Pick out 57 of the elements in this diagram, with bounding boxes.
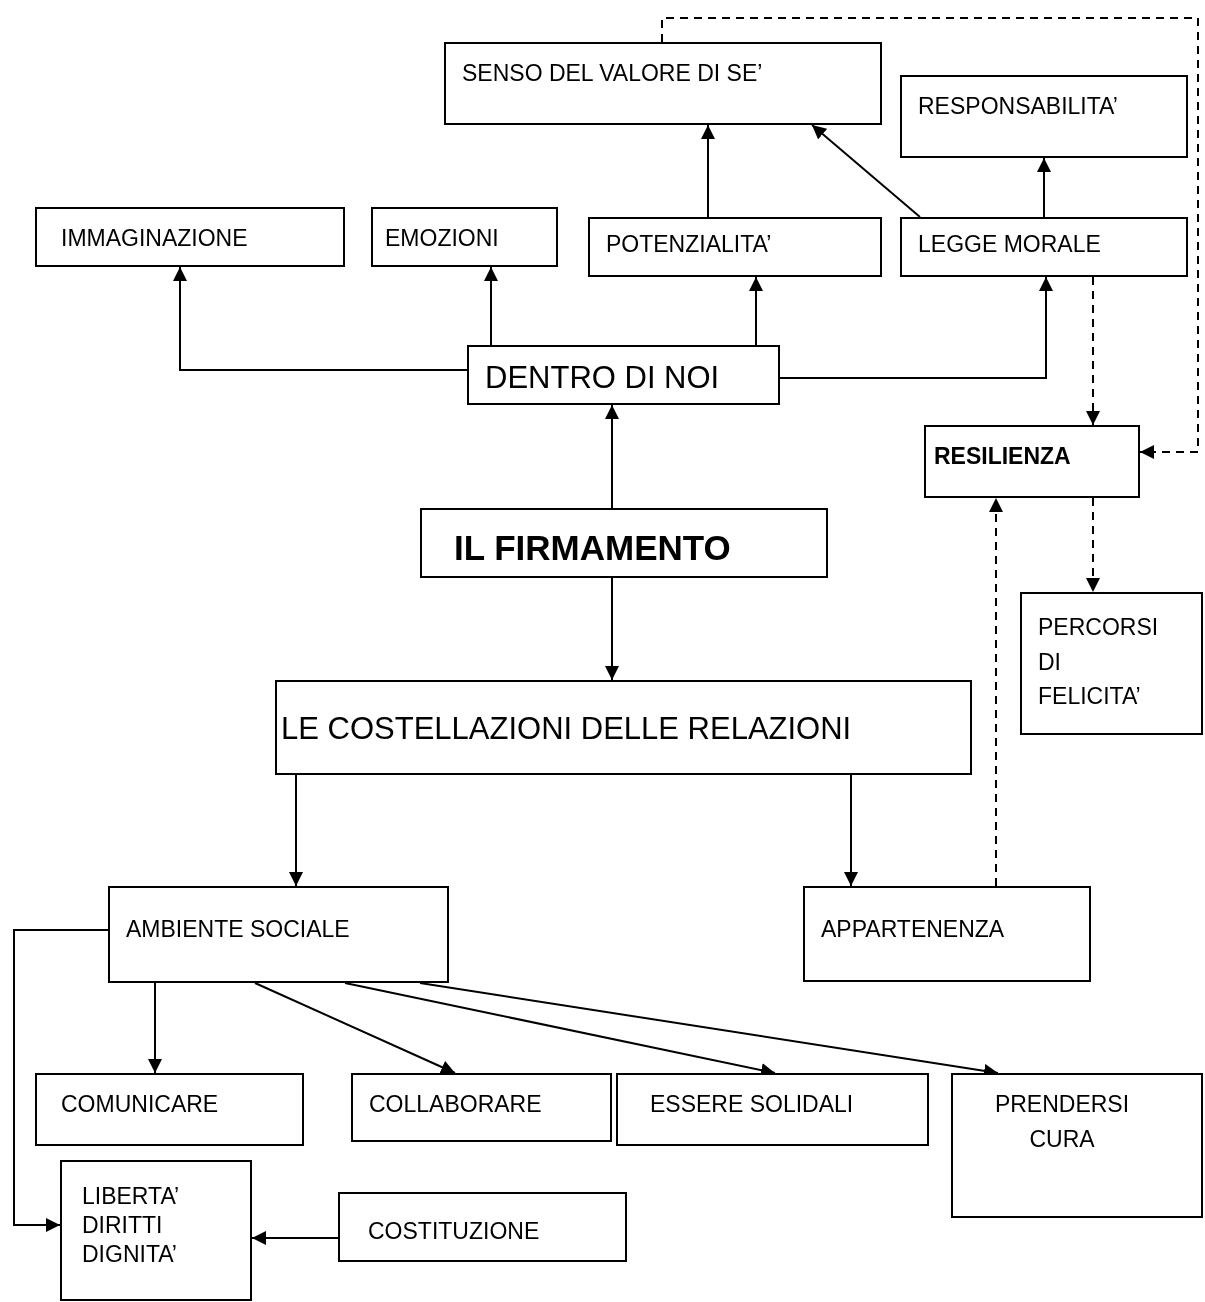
concept-box: [420, 508, 828, 578]
arrow: [484, 266, 498, 346]
concept-box: [900, 75, 1188, 158]
box-label: ESSERE SOLIDALI: [650, 1090, 855, 1119]
concept-box: [60, 1160, 252, 1301]
box-label: POTENZIALITA’: [606, 230, 773, 259]
arrow: [701, 124, 715, 218]
concept-box: [444, 42, 882, 125]
box-label: SENSO DEL VALORE DI SE’: [462, 59, 764, 88]
concept-box: [1020, 592, 1203, 735]
concept-box: [351, 1073, 612, 1142]
arrow: [173, 266, 468, 371]
concept-box: [35, 1073, 304, 1146]
box-label: PRENDERSI CURA: [993, 1090, 1131, 1154]
box-label: LE COSTELLAZIONI DELLE RELAZIONI: [281, 710, 853, 748]
arrow: [251, 1231, 339, 1245]
concept-box: [35, 207, 345, 267]
arrow: [749, 276, 763, 346]
concept-box: [371, 207, 558, 267]
box-label: IMMAGINAZIONE: [61, 224, 249, 253]
concept-box: [900, 217, 1188, 277]
dashed-arrow: [1086, 276, 1100, 426]
concept-box: [803, 886, 1091, 982]
arrow: [254, 982, 456, 1074]
box-label: AMBIENTE SOCIALE: [126, 915, 351, 944]
arrow: [811, 124, 921, 218]
box-label: PERCORSI DI FELICITA’: [1038, 613, 1158, 711]
arrow: [1037, 157, 1051, 218]
box-label: LEGGE MORALE: [918, 230, 1102, 259]
concept-box: [951, 1073, 1203, 1218]
box-label: APPARTENENZA: [821, 915, 1006, 944]
box-label: DENTRO DI NOI: [485, 359, 721, 397]
box-label: IL FIRMAMENTO: [454, 527, 732, 569]
arrow: [13, 929, 109, 1232]
concept-box: [108, 886, 449, 983]
concept-box: [588, 217, 882, 277]
arrow: [844, 774, 858, 887]
dashed-arrow: [989, 497, 1003, 887]
concept-box: [338, 1192, 627, 1262]
box-label: EMOZIONI: [385, 224, 500, 253]
box-label: COMUNICARE: [61, 1090, 220, 1119]
box-label: RESILIENZA: [934, 442, 1072, 471]
arrow: [605, 577, 619, 681]
box-label: LIBERTA’ DIRITTI DIGNITA’: [82, 1182, 180, 1269]
arrow: [289, 774, 303, 887]
dashed-arrow: [661, 17, 1199, 459]
arrow: [605, 404, 619, 509]
box-label: RESPONSABILITA’: [918, 92, 1119, 121]
arrow: [779, 276, 1053, 379]
arrow: [148, 982, 162, 1074]
concept-box: [924, 425, 1140, 498]
box-label: COSTITUZIONE: [368, 1217, 541, 1246]
concept-box: [616, 1073, 929, 1146]
box-label: COLLABORARE: [369, 1090, 543, 1119]
concept-box: [467, 345, 780, 405]
dashed-arrow: [1086, 497, 1100, 593]
concept-box: [275, 680, 972, 775]
